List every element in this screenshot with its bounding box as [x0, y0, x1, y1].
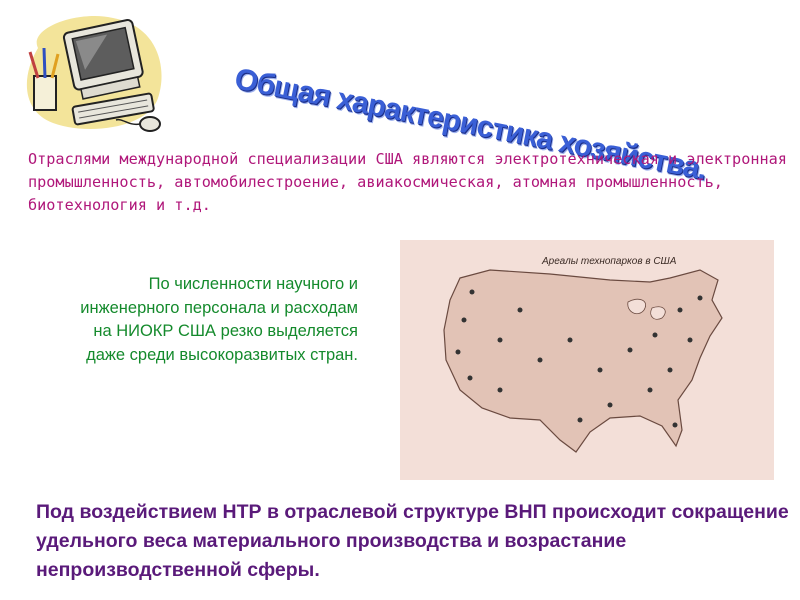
- intro-paragraph: Отраслями международной специализации СШ…: [28, 150, 787, 214]
- technopark-map: Ареалы технопарков в США: [400, 240, 774, 480]
- us-map-image: Ареалы технопарков в США: [443, 256, 723, 453]
- computer-clipart-icon: [18, 8, 168, 138]
- map-title: Ареалы технопарков в США: [541, 256, 677, 267]
- us-land-shape: [443, 269, 723, 453]
- slide-title: Общая характеристика хозяйства.: [231, 62, 710, 187]
- science-paragraph: По численности научного и инженерного пе…: [80, 275, 358, 364]
- bottom-paragraph: Под воздействием НТР в отраслевой структ…: [36, 501, 789, 581]
